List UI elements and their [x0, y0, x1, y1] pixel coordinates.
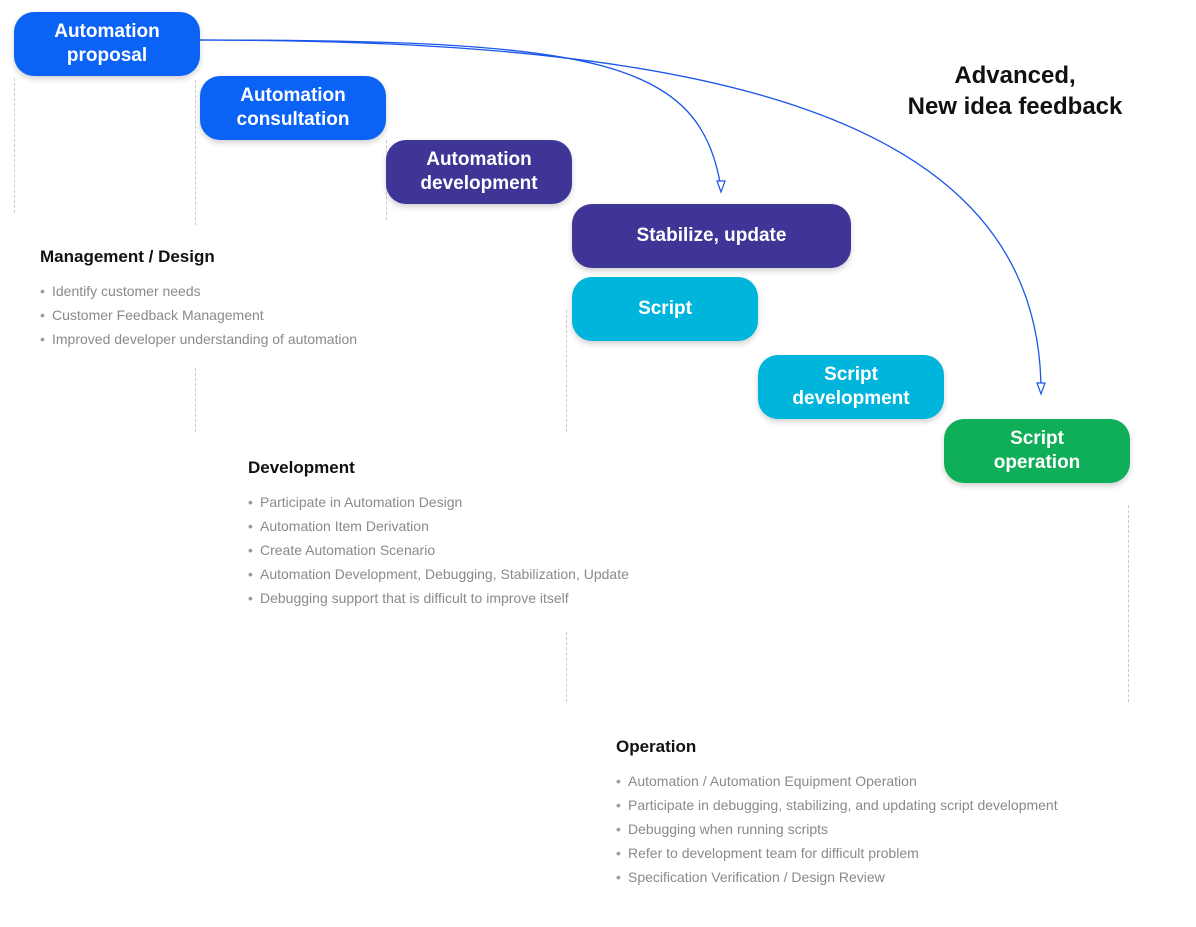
list-item: Create Automation Scenario: [248, 538, 695, 562]
feedback-headline: Advanced, New idea feedback: [890, 60, 1140, 122]
step-label: development: [420, 173, 538, 194]
list-item: Identify customer needs: [40, 279, 386, 303]
step-label: Script: [1010, 428, 1064, 449]
step-script-operation: Script operation: [944, 419, 1130, 483]
step-label: Automation: [426, 149, 532, 170]
step-automation-proposal: Automation proposal: [14, 12, 200, 76]
step-label: proposal: [66, 45, 148, 66]
step-stabilize-update: Stabilize, update: [572, 204, 851, 268]
card-list: Automation / Automation Equipment Operat…: [616, 769, 1129, 889]
step-label: consultation: [236, 109, 350, 130]
headline-line2: New idea feedback: [907, 93, 1123, 120]
feedback-arrow-to-operation: [199, 39, 1042, 391]
arrowhead-stabilize: [716, 180, 726, 194]
arrowhead-operation: [1036, 382, 1046, 396]
card-operation: Operation Automation / Automation Equipm…: [567, 711, 1129, 906]
headline-line1: Advanced,: [954, 62, 1076, 89]
list-item: Automation / Automation Equipment Operat…: [616, 769, 1129, 793]
card-title: Development: [248, 458, 355, 477]
step-label: development: [792, 388, 910, 409]
list-item: Automation Item Derivation: [248, 514, 695, 538]
step-label: Script: [638, 298, 692, 319]
guide-line-script-lower: [566, 632, 567, 702]
card-title: Management / Design: [40, 247, 215, 266]
step-label: Stabilize, update: [636, 225, 787, 246]
list-item: Debugging support that is difficult to i…: [248, 586, 695, 610]
card-list: Identify customer needs Customer Feedbac…: [40, 279, 386, 351]
guide-line-consultation-upper: [195, 80, 196, 225]
step-label: Automation: [240, 85, 346, 106]
step-label: operation: [993, 452, 1081, 473]
step-automation-consultation: Automation consultation: [200, 76, 386, 140]
step-script: Script: [572, 277, 758, 341]
step-script-development: Script development: [758, 355, 944, 419]
guide-line-operation: [1128, 505, 1129, 702]
guide-line-consultation-lower: [195, 368, 196, 432]
list-item: Participate in Automation Design: [248, 490, 695, 514]
card-management-design: Management / Design Identify customer ne…: [8, 226, 386, 366]
step-label: Automation: [54, 21, 160, 42]
card-list: Participate in Automation Design Automat…: [248, 490, 695, 610]
guide-line-proposal: [14, 78, 15, 213]
feedback-arrow-to-stabilize: [199, 39, 722, 189]
list-item: Refer to development team for difficult …: [616, 841, 1129, 865]
step-label: Script: [824, 364, 878, 385]
list-item: Participate in debugging, stabilizing, a…: [616, 793, 1129, 817]
card-title: Operation: [616, 737, 697, 756]
card-development: Development Participate in Automation De…: [200, 434, 695, 630]
list-item: Improved developer understanding of auto…: [40, 327, 386, 351]
list-item: Specification Verification / Design Revi…: [616, 865, 1129, 889]
list-item: Automation Development, Debugging, Stabi…: [248, 562, 695, 586]
list-item: Customer Feedback Management: [40, 303, 386, 327]
guide-line-script-upper: [566, 310, 567, 432]
list-item: Debugging when running scripts: [616, 817, 1129, 841]
step-automation-development: Automation development: [386, 140, 572, 204]
